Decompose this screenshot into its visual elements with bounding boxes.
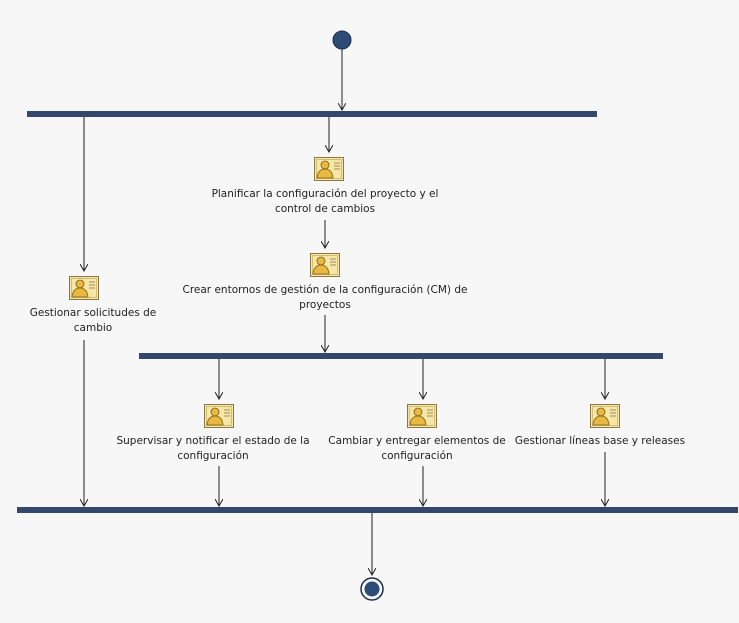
activity-icon[interactable] bbox=[590, 404, 620, 428]
activity-icon[interactable] bbox=[407, 404, 437, 428]
final-node-core bbox=[364, 581, 380, 597]
activity-create-env-label[interactable]: Crear entornos de gestión de la configur… bbox=[182, 284, 468, 311]
initial-node bbox=[332, 30, 352, 50]
activity-deliver-label[interactable]: Cambiar y entregar elementos de configur… bbox=[328, 435, 506, 462]
activity-monitor-label[interactable]: Supervisar y notificar el estado de la c… bbox=[116, 435, 310, 462]
fork-bar-2 bbox=[139, 353, 663, 359]
join-bar bbox=[17, 507, 738, 513]
activity-icon[interactable] bbox=[314, 157, 344, 181]
activity-plan-label[interactable]: Planificar la configuración del proyecto… bbox=[211, 188, 439, 215]
activity-icon[interactable] bbox=[310, 253, 340, 277]
activity-baselines-label[interactable]: Gestionar líneas base y releases bbox=[514, 435, 686, 447]
activity-requests-label[interactable]: Gestionar solicitudes de cambio bbox=[29, 307, 157, 334]
activity-icon[interactable] bbox=[69, 276, 99, 300]
fork-bar-1 bbox=[27, 111, 597, 117]
activity-icon[interactable] bbox=[204, 404, 234, 428]
